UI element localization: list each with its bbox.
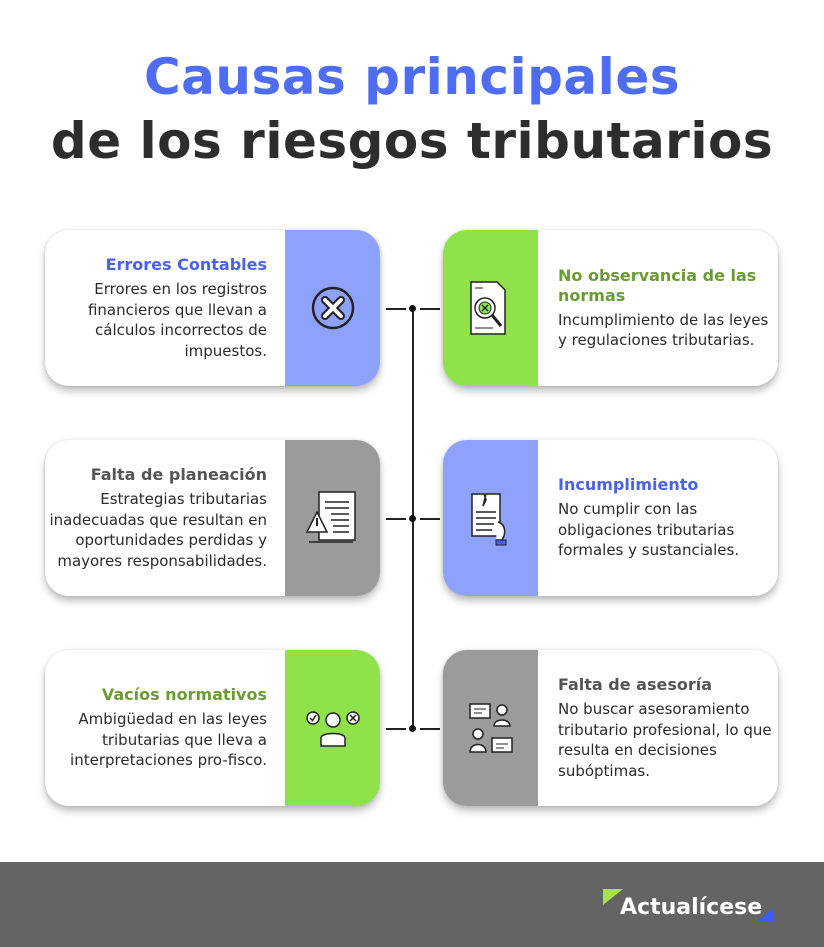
connector-dash: [386, 728, 406, 730]
card-heading: Falta de planeación: [90, 465, 267, 484]
logo-blue-triangle: [756, 908, 774, 922]
card-falta-asesoria: Falta de asesoría No buscar asesoramiento…: [443, 650, 778, 806]
title-line-1: Causas principales: [143, 48, 680, 106]
connector-dot: [409, 725, 416, 732]
connector-dash: [386, 308, 406, 310]
connector-dash: [420, 728, 440, 730]
logo-green-triangle: [603, 889, 623, 905]
card-heading: No observancia de las normas: [558, 265, 757, 305]
brand-logo: Actualícese: [620, 895, 763, 920]
card-text: No buscar asesoramiento tributario profe…: [558, 700, 772, 780]
document-warning-icon: [305, 491, 356, 543]
card-heading: Errores Contables: [105, 255, 267, 274]
card-text: Incumplimiento de las leyes y regulacion…: [558, 310, 769, 350]
connector-dot: [409, 305, 416, 312]
card-text: Estrategias tributarias inadecuadas que …: [49, 490, 267, 570]
connector-dash: [420, 308, 440, 310]
card-heading: Vacíos normativos: [101, 685, 267, 705]
connector-dash: [420, 518, 440, 520]
card-heading: Falta de asesoría: [558, 675, 713, 694]
card-heading: Incumplimiento: [558, 475, 699, 495]
card-text: Ambigüedad en las leyes tributarias que …: [70, 710, 267, 770]
card-text: No cumplir con las obligaciones tributar…: [558, 500, 740, 560]
card-text: Errores en los registros financieros que…: [87, 280, 267, 360]
person-check-cross-icon: [305, 711, 360, 747]
consultation-people-icon: [468, 703, 513, 753]
footer: [0, 862, 824, 947]
connector-dash: [386, 518, 406, 520]
title-line-2: de los riesgos tributarios: [50, 112, 774, 170]
torn-document-hand-icon: [470, 493, 506, 546]
document-magnifier-icon: [469, 281, 506, 335]
x-circle-icon: [311, 286, 354, 330]
card-incumplimiento: Incumplimiento No cumplir con las obligac…: [443, 440, 778, 596]
connector-dot: [409, 515, 416, 522]
